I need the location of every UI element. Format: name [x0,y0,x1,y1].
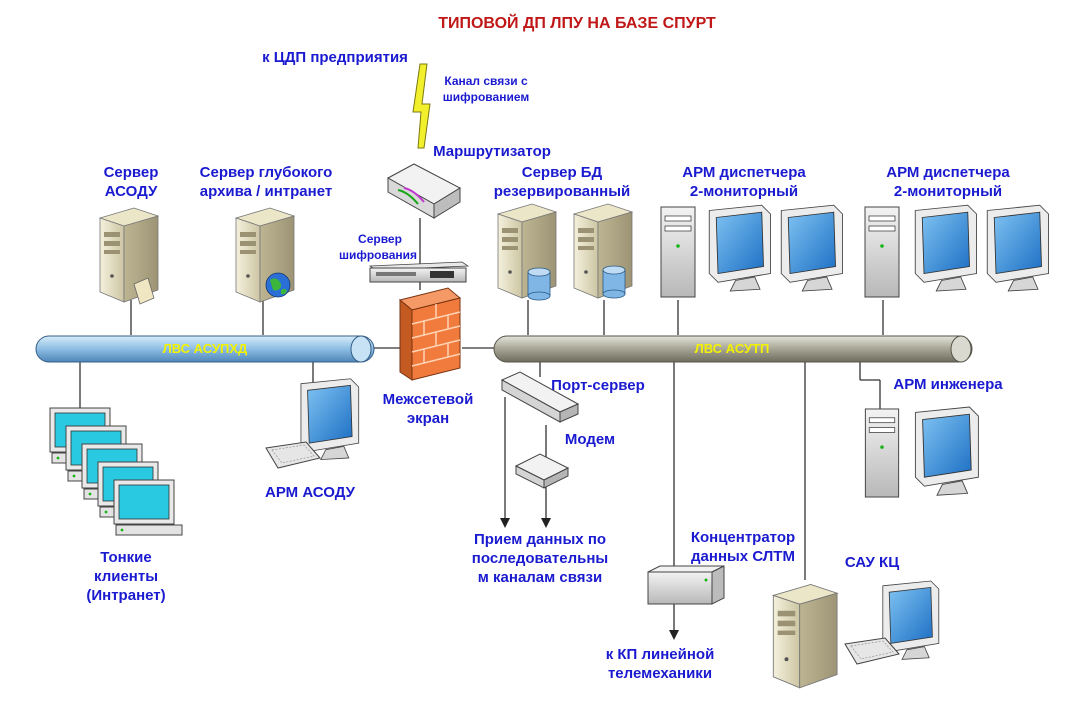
bus-asuphd: ЛВС АСУПХД [35,335,375,363]
engineer-monitor-icon [914,406,979,496]
channel-label-2: шифрованием [443,90,530,104]
sau-kc-server-icon [772,583,838,689]
crypt-server-label-2: шифрования [339,248,417,262]
kp-label-1: к КП линейной [606,646,715,663]
thin-clients-icon [49,407,183,536]
thin-clients-label-3: (Интранет) [86,587,165,604]
db-server-label-1: Сервер БД [522,164,603,181]
port-server-icon [500,371,580,423]
port-server-label: Порт-сервер [551,377,645,394]
concentrator-label-2: данных СЛТМ [691,548,795,565]
engineer-pc-icon [864,408,900,498]
bus-asutp-label: ЛВС АСУТП [695,341,770,356]
dispatcher-1-monitor-icon [780,204,843,292]
diagram-title: ТИПОВОЙ ДП ЛПУ НА БАЗЕ СПУРТ [438,13,716,32]
dispatcher-1-monitor-icon [708,204,771,292]
rack-server-icon [368,261,470,283]
sau-kc-label: САУ КЦ [845,554,899,571]
dispatcher-1-pc-icon [660,206,696,298]
asodu-server-label-2: АСОДУ [105,183,158,200]
crypt-server-label-1: Сервер [358,232,402,246]
concentrator-label-1: Концентратор [691,529,795,546]
dispatcher-2-pc-icon [864,206,900,298]
engineer-workstation-label: АРМ инженера [893,376,1003,393]
router-icon [386,163,462,219]
lightning-icon [412,63,431,149]
thin-clients-label-1: Тонкие [100,549,152,566]
database-icon [527,267,551,301]
document-icon [133,277,155,305]
modem-label: Модем [565,431,615,448]
serial-label-3: м каналам связи [478,569,602,586]
firewall-icon [398,287,462,381]
dispatcher-1-label-2: 2-мониторный [690,183,798,200]
dispatcher-2-label-1: АРМ диспетчера [886,164,1010,181]
db-server-label-2: резервированный [494,183,631,200]
channel-label-1: Канал связи с [444,74,528,88]
router-label: Маршрутизатор [433,143,551,160]
dispatcher-1-label-1: АРМ диспетчера [682,164,806,181]
modem-icon [514,453,570,489]
archive-server-label-2: архива / интранет [200,183,332,200]
asodu-server-label-1: Сервер [104,164,159,181]
asodu-workstation-label: АРМ АСОДУ [265,484,356,501]
bus-asuphd-label: ЛВС АСУПХД [163,341,248,356]
dispatcher-2-monitor-icon [986,204,1049,292]
serial-label-1: Прием данных по [474,531,606,548]
archive-server-label-1: Сервер глубокого [200,164,333,181]
concentrator-icon [647,565,725,605]
connection-lines [79,218,884,640]
globe-icon [265,272,291,298]
firewall-label-2: экран [407,410,449,427]
firewall-label-1: Межсетевой [383,391,474,408]
dispatcher-2-monitor-icon [914,204,977,292]
kp-label-2: телемеханики [608,665,712,682]
thin-clients-label-2: клиенты [94,568,158,585]
dispatcher-2-label-2: 2-мониторный [894,183,1002,200]
cdp-label: к ЦДП предприятия [262,49,408,66]
serial-label-2: последовательны [472,550,608,567]
database-icon [602,265,626,299]
bus-asutp: ЛВС АСУТП [493,335,973,363]
